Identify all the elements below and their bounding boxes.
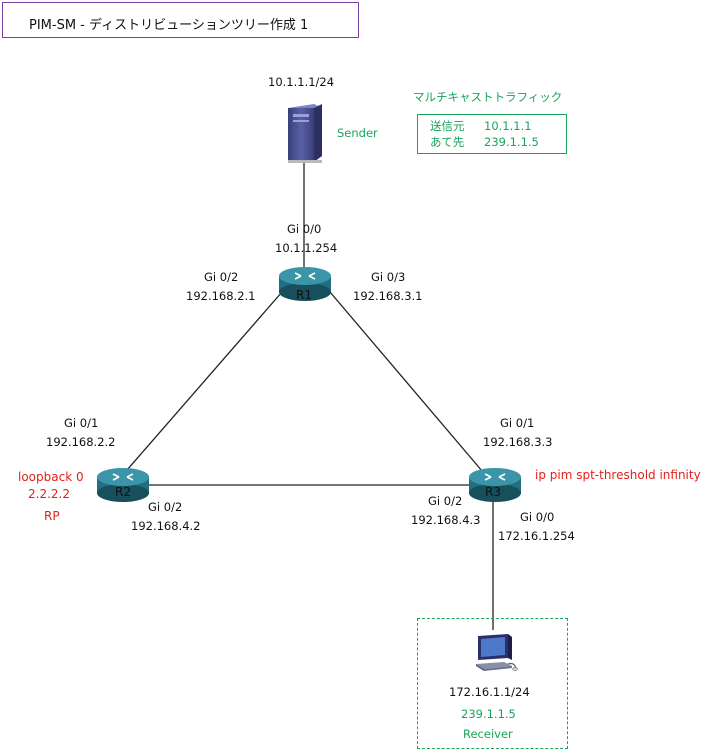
r3-gi00-name: Gi 0/0 [520, 510, 555, 524]
pc-icon [476, 634, 518, 671]
dest-label: あて先 [430, 135, 465, 149]
r2-gi01-name: Gi 0/1 [64, 416, 99, 430]
router-r2[interactable] [97, 467, 149, 503]
title-box: PIM-SM - ディストリビューションツリー作成 1 [2, 2, 359, 38]
r1-gi00-ip: 10.1.1.254 [275, 241, 338, 255]
multicast-heading: マルチキャストトラフィック [413, 90, 563, 104]
r2-gi02-name: Gi 0/2 [148, 500, 183, 514]
page-title: PIM-SM - ディストリビューションツリー作成 1 [29, 18, 309, 33]
r2-gi01-ip: 192.168.2.2 [46, 435, 116, 449]
link-r1-r2 [119, 291, 283, 479]
rp-label: RP [44, 509, 60, 523]
r3-gi02-name: Gi 0/2 [428, 494, 463, 508]
receiver-label: Receiver [463, 727, 513, 741]
r1-gi02-name: Gi 0/2 [204, 270, 239, 284]
r1-label: R1 [296, 288, 312, 302]
r2-gi02-ip: 192.168.4.2 [131, 519, 201, 533]
dest-value: 239.1.1.5 [484, 135, 539, 149]
r3-gi01-name: Gi 0/1 [500, 416, 535, 430]
sender-label: Sender [337, 126, 378, 140]
r1-gi03-name: Gi 0/3 [371, 270, 406, 284]
r3-label: R3 [485, 485, 501, 499]
router-r3[interactable] [469, 467, 521, 503]
router-r1[interactable] [279, 266, 331, 302]
r1-gi00-name: Gi 0/0 [287, 222, 322, 236]
r1-gi03-ip: 192.168.3.1 [353, 289, 423, 303]
r3-gi01-ip: 192.168.3.3 [483, 435, 553, 449]
receiver-box [417, 618, 568, 749]
link-r1-r3 [329, 291, 489, 479]
r3-gi02-ip: 192.168.4.3 [411, 513, 481, 527]
r3-config: ip pim spt-threshold infinity [535, 468, 701, 482]
multicast-info-box: 送信元 10.1.1.1 あて先 239.1.1.5 [417, 114, 567, 154]
receiver-ip: 172.16.1.1/24 [449, 685, 530, 699]
server-icon [288, 104, 322, 163]
sender-ip: 10.1.1.1/24 [268, 75, 335, 89]
r2-loopback-ip: 2.2.2.2 [28, 487, 70, 501]
source-value: 10.1.1.1 [484, 119, 532, 133]
r2-label: R2 [115, 485, 131, 499]
r3-gi00-ip: 172.16.1.254 [498, 529, 575, 543]
r2-loopback-name: loopback 0 [18, 470, 84, 484]
source-label: 送信元 [430, 119, 465, 133]
r1-gi02-ip: 192.168.2.1 [186, 289, 256, 303]
receiver-group: 239.1.1.5 [461, 707, 516, 721]
